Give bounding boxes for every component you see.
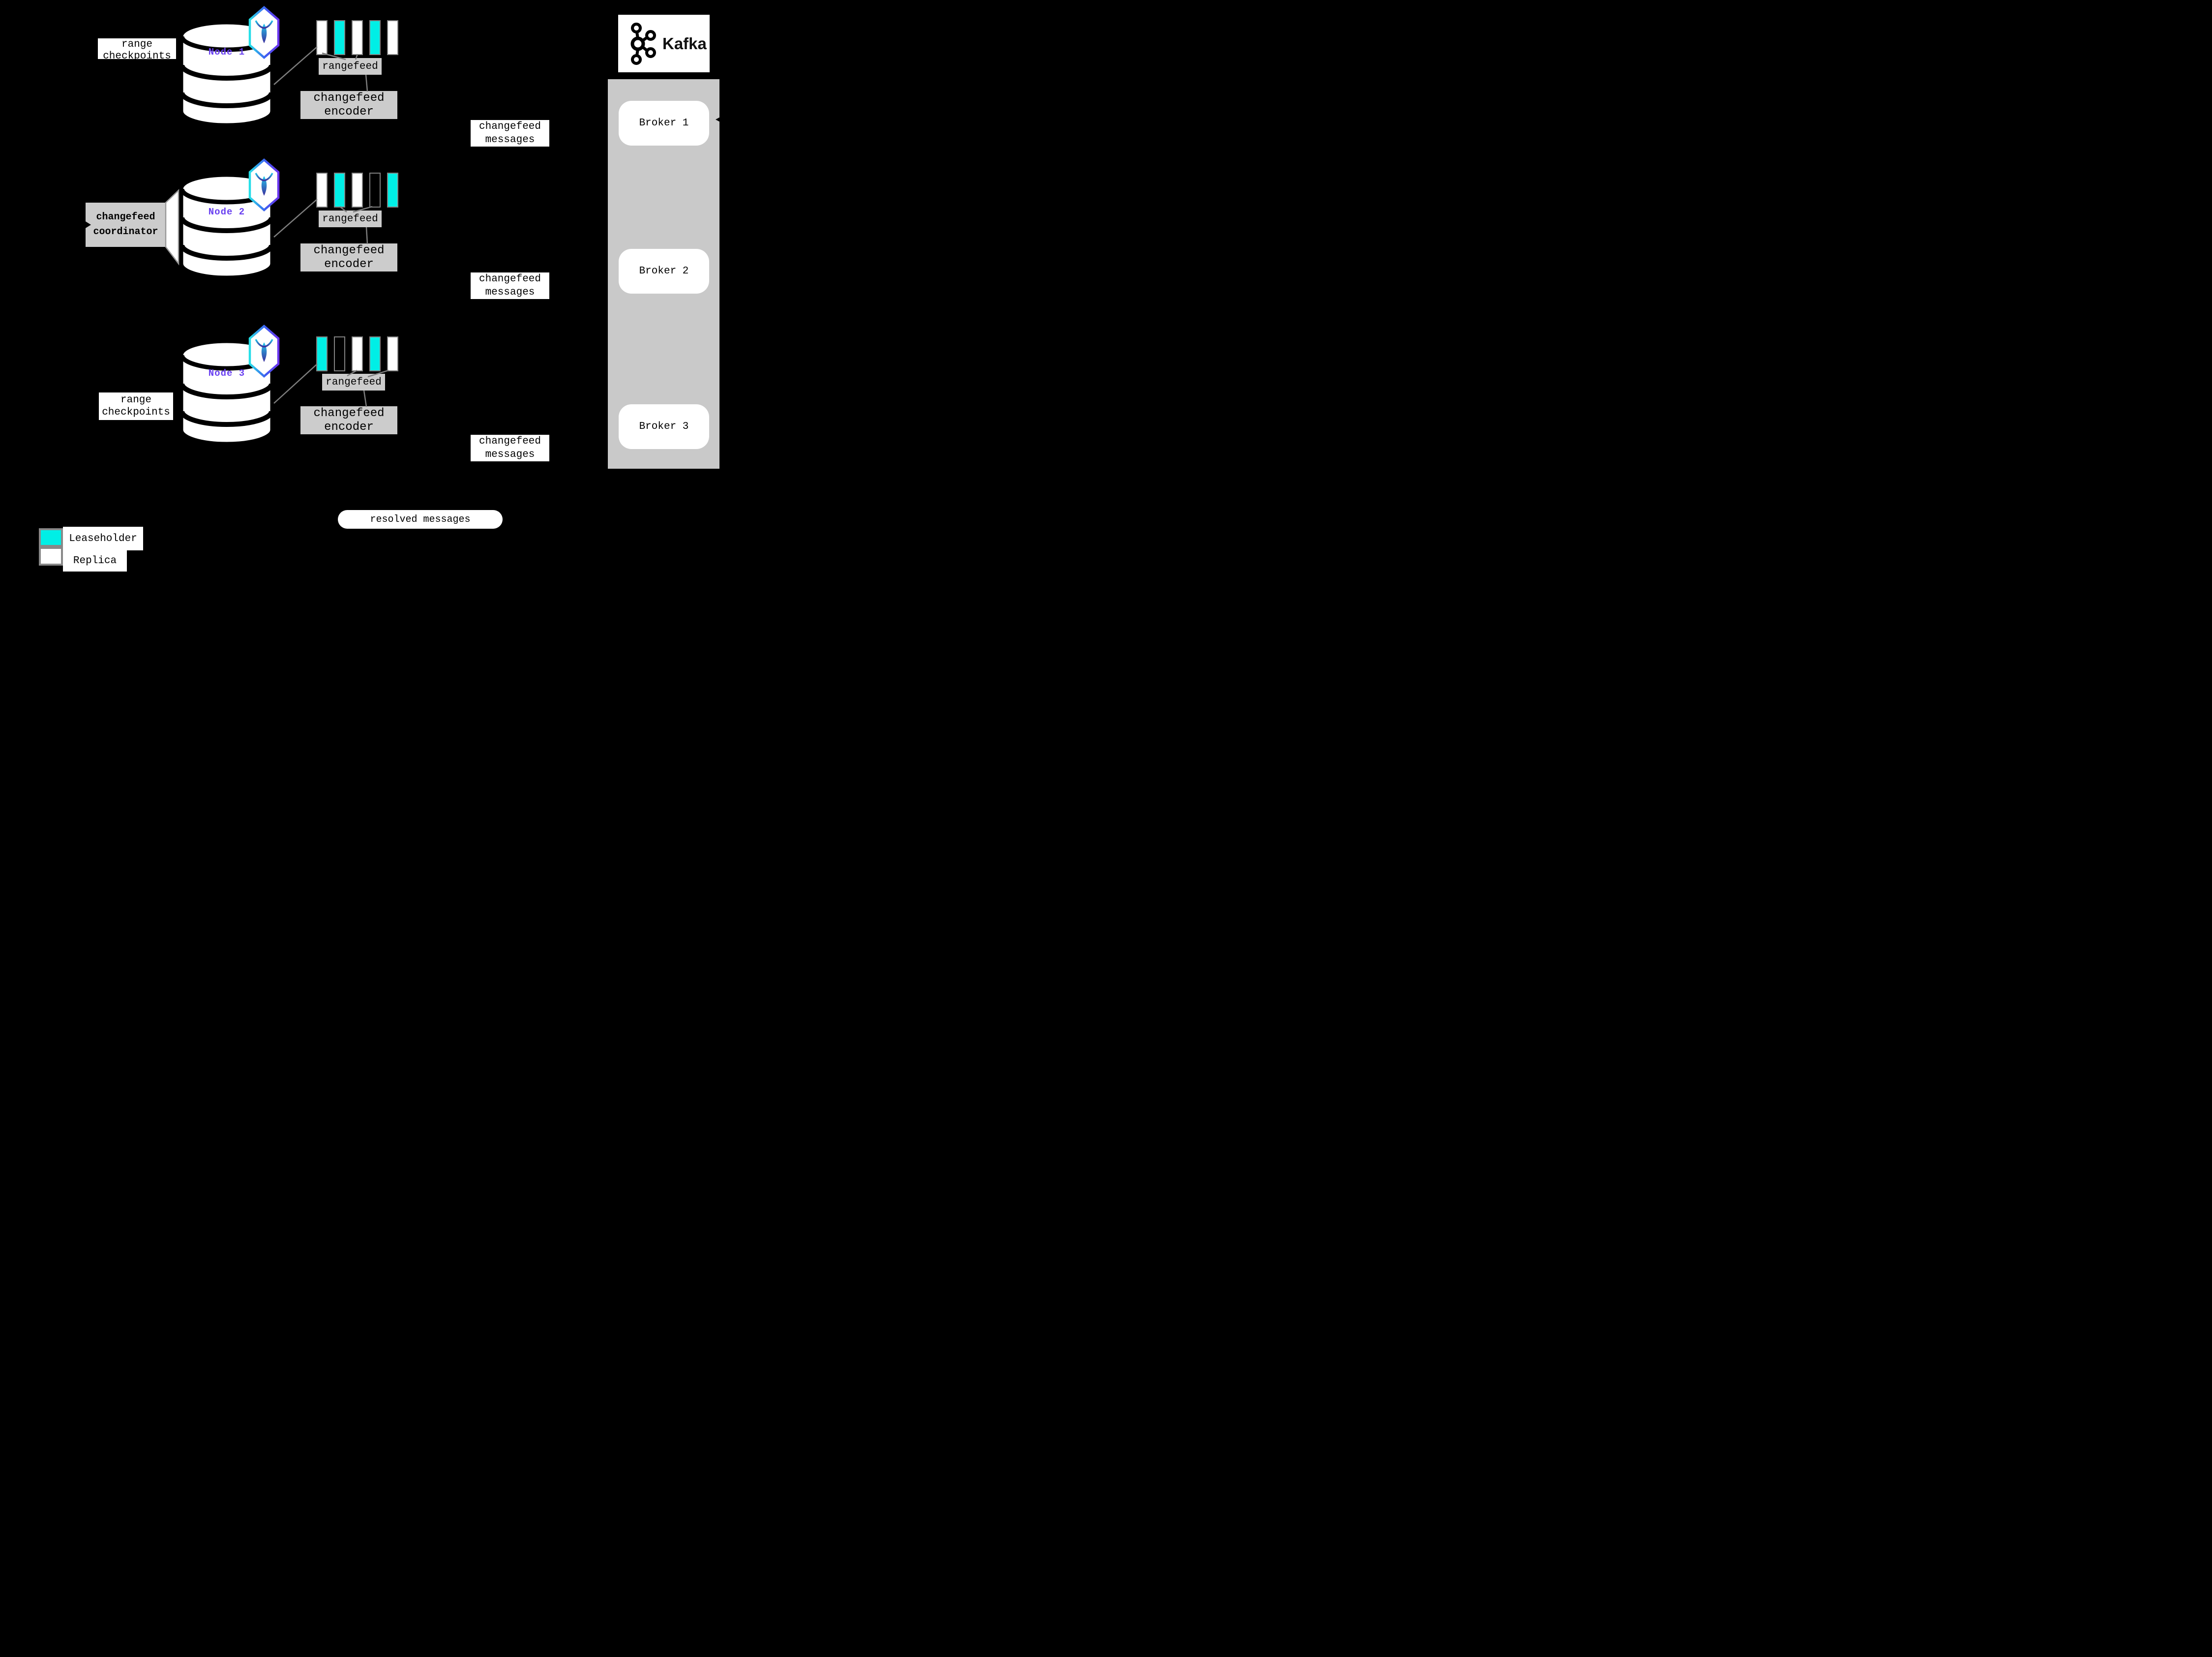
node1-changefeed-encoder-box: changefeed encoder (300, 91, 397, 119)
legend-leaseholder-label: Leaseholder (63, 527, 143, 550)
node2-name: Node 2 (208, 207, 245, 217)
changefeed-coordinator-box: changefeed coordinator (86, 203, 166, 247)
node2-range-2 (334, 173, 345, 208)
node1-ranges (316, 20, 398, 55)
node1-range-2 (334, 20, 345, 55)
broker-3: Broker 3 (619, 404, 709, 449)
changefeed-architecture-diagram: range checkpoints Node 1 rangefeed chang… (0, 0, 771, 577)
node1-name: Node 1 (208, 47, 245, 58)
node2-changefeed-messages-label: changefeed messages (471, 272, 549, 299)
cockroachdb-logo-icon (248, 158, 280, 211)
cockroachdb-logo-icon (248, 325, 280, 378)
node1-range-3 (352, 20, 363, 55)
node3-range-4 (369, 336, 381, 371)
node3-rangefeed-box: rangefeed (322, 374, 385, 391)
node1-changefeed-messages-label: changefeed messages (471, 120, 549, 147)
node1-range-4 (369, 20, 381, 55)
coordinator-flag-shape (165, 189, 179, 266)
broker-2: Broker 2 (619, 249, 709, 294)
node1-range-1 (316, 20, 328, 55)
node3-range-3 (352, 336, 363, 371)
node3-changefeed-encoder-box: changefeed encoder (300, 406, 397, 434)
kafka-header: Kafka (618, 15, 710, 72)
node1-range-5 (387, 20, 398, 55)
legend-replica-swatch (39, 547, 63, 566)
legend-replica-label: Replica (63, 550, 127, 572)
range-checkpoints-label-node1: range checkpoints (98, 38, 176, 59)
node1-database-cylinder-icon (179, 22, 274, 126)
node2-rangefeed-box: rangefeed (319, 211, 382, 227)
node3-changefeed-messages-label: changefeed messages (471, 435, 549, 461)
resolved-messages-label: resolved messages (338, 510, 503, 529)
node2-changefeed-encoder-box: changefeed encoder (300, 243, 397, 271)
cockroachdb-logo-icon (248, 6, 280, 59)
node3-range-5 (387, 336, 398, 371)
kafka-brand-label: Kafka (662, 34, 707, 53)
node3-range-1 (316, 336, 328, 371)
node3-database-cylinder-icon (179, 340, 274, 445)
node3-ranges (316, 336, 398, 371)
node1-rangefeed-box: rangefeed (319, 58, 382, 75)
node2-ranges (316, 173, 398, 208)
legend-leaseholder-swatch (39, 528, 63, 547)
node2-range-3 (352, 173, 363, 208)
kafka-logo-icon (630, 22, 656, 65)
node3-name: Node 3 (208, 368, 245, 379)
broker-1: Broker 1 (619, 101, 709, 146)
node2-range-1 (316, 173, 328, 208)
node2-database-cylinder-icon (179, 174, 274, 278)
node2-range-5 (387, 173, 398, 208)
range-checkpoints-label-node3: range checkpoints (99, 392, 173, 420)
node2-range-4 (369, 173, 381, 208)
node3-range-2 (334, 336, 345, 371)
